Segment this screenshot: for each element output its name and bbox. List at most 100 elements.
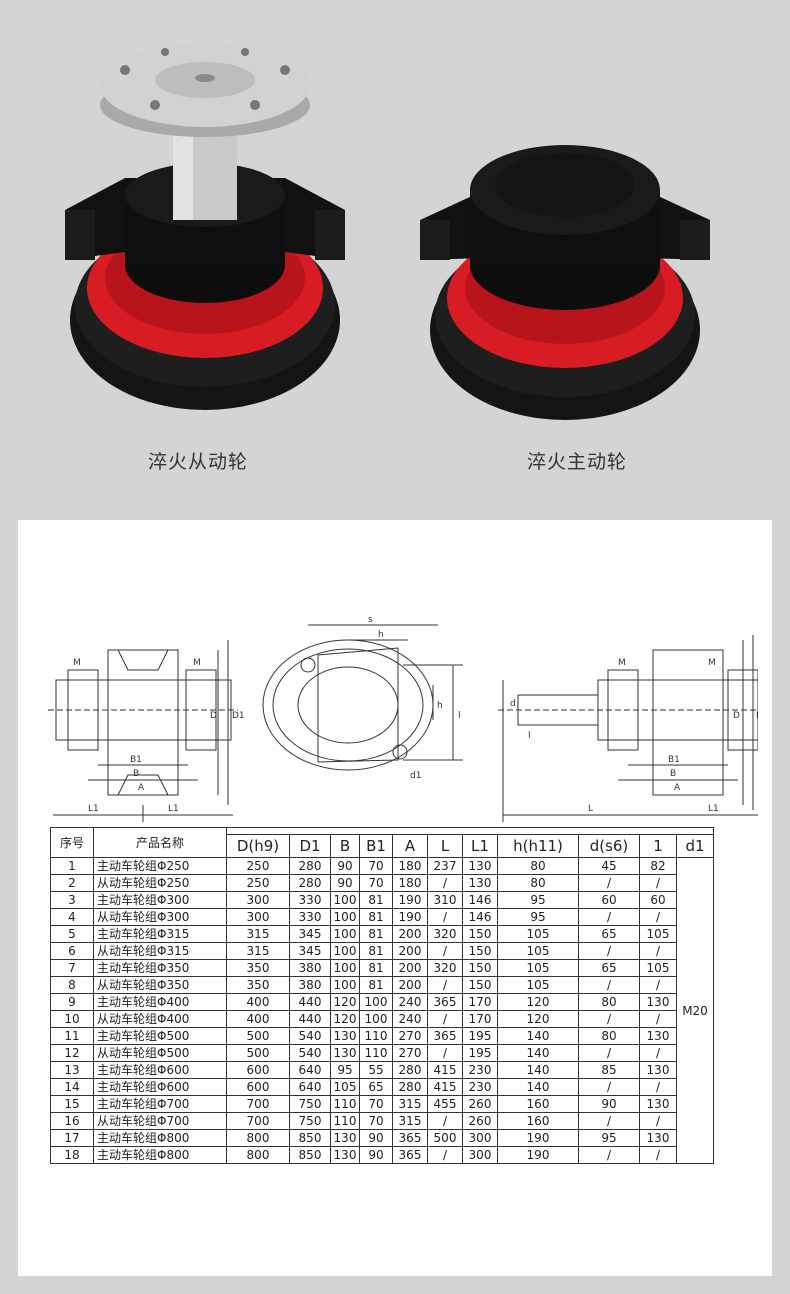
cell-value: 90 <box>359 1146 393 1164</box>
cell-value: / <box>427 942 463 960</box>
cell-value: / <box>578 1010 640 1028</box>
cell-value: / <box>639 942 677 960</box>
cell-product-name: 从动车轮组Φ400 <box>93 1010 227 1028</box>
cell-value: 130 <box>330 1146 360 1164</box>
cell-value: 90 <box>330 857 360 875</box>
cell-value: 280 <box>289 874 331 892</box>
cell-value: / <box>427 874 463 892</box>
cell-value: / <box>578 908 640 926</box>
cell-value: 70 <box>359 1095 393 1113</box>
cell-product-name: 从动车轮组Φ500 <box>93 1044 227 1062</box>
label-l-right: L <box>588 804 593 814</box>
cell-value: 190 <box>392 908 428 926</box>
cell-value: 110 <box>359 1044 393 1062</box>
cell-product-name: 主动车轮组Φ700 <box>93 1095 227 1113</box>
driven-wheel-caption: 淬火从动轮 <box>148 451 249 473</box>
cell-value: 230 <box>462 1061 498 1079</box>
spec-sheet: M M D D1 B1 B A L1 L1 s h h l d1 d l M M… <box>18 520 772 1276</box>
cell-value: / <box>578 874 640 892</box>
cell-value: 190 <box>392 891 428 909</box>
cell-index: 2 <box>50 874 94 892</box>
cell-value: 100 <box>330 891 360 909</box>
cell-index: 11 <box>50 1027 94 1045</box>
cell-value: 200 <box>392 976 428 994</box>
driven-wheel-image <box>55 20 355 420</box>
cell-value: 100 <box>359 993 393 1011</box>
label-b1-right: B1 <box>668 755 680 765</box>
cell-value: 130 <box>639 1129 677 1147</box>
header-col: 1 <box>639 834 677 858</box>
cell-value: 100 <box>330 925 360 943</box>
cell-value: 130 <box>330 1129 360 1147</box>
cell-value: 100 <box>330 959 360 977</box>
cell-value: 750 <box>289 1112 331 1130</box>
cell-value: 237 <box>427 857 463 875</box>
cell-value: 500 <box>427 1129 463 1147</box>
driving-wheel-caption: 淬火主动轮 <box>527 451 628 473</box>
header-col: d(s6) <box>578 834 640 858</box>
cell-value: 180 <box>392 874 428 892</box>
cell-value: 850 <box>289 1146 331 1164</box>
cell-value: 95 <box>578 1129 640 1147</box>
cell-value: 300 <box>462 1146 498 1164</box>
cell-product-name: 主动车轮组Φ800 <box>93 1146 227 1164</box>
header-col: A <box>392 834 428 858</box>
cell-product-name: 主动车轮组Φ300 <box>93 891 227 909</box>
cell-value: 365 <box>392 1146 428 1164</box>
cell-value: 160 <box>497 1095 579 1113</box>
cell-value: 105 <box>497 976 579 994</box>
label-b-left: B <box>133 769 139 779</box>
cell-value: / <box>578 1044 640 1062</box>
cell-value: 160 <box>497 1112 579 1130</box>
cell-value: 800 <box>226 1146 290 1164</box>
cell-value: 120 <box>330 1010 360 1028</box>
cell-product-name: 主动车轮组Φ800 <box>93 1129 227 1147</box>
cell-value: 100 <box>330 942 360 960</box>
cell-value: 110 <box>359 1027 393 1045</box>
label-h-side: h <box>437 701 443 711</box>
table-header-row: 序号 产品名称 <box>50 827 714 858</box>
label-d1-left: D1 <box>232 711 245 721</box>
cell-index: 5 <box>50 925 94 943</box>
cell-value: 146 <box>462 908 498 926</box>
cell-value: / <box>427 1146 463 1164</box>
cell-value: 750 <box>289 1095 331 1113</box>
cell-value: 700 <box>226 1112 290 1130</box>
header-index: 序号 <box>50 827 94 858</box>
label-a-left: A <box>138 783 145 793</box>
header-col: L <box>427 834 463 858</box>
cell-value: 140 <box>497 1078 579 1096</box>
cell-value: / <box>639 1010 677 1028</box>
label-l-shaft: l <box>528 731 531 741</box>
cell-value: 120 <box>497 1010 579 1028</box>
cell-value: 250 <box>226 857 290 875</box>
cell-value: 400 <box>226 993 290 1011</box>
technical-drawings: M M D D1 B1 B A L1 L1 s h h l d1 d l M M… <box>48 615 758 822</box>
cell-value: / <box>427 1044 463 1062</box>
cell-value: 330 <box>289 891 331 909</box>
cell-index: 13 <box>50 1061 94 1079</box>
cell-value: 380 <box>289 976 331 994</box>
label-s: s <box>368 615 373 625</box>
label-l1-left: L1 <box>88 804 99 814</box>
cell-value: / <box>639 1078 677 1096</box>
cell-value: 850 <box>289 1129 331 1147</box>
cell-value: 81 <box>359 959 393 977</box>
header-col: L1 <box>462 834 498 858</box>
cell-product-name: 从动车轮组Φ350 <box>93 976 227 994</box>
label-l-side: l <box>458 711 461 721</box>
cell-index: 10 <box>50 1010 94 1028</box>
cell-index: 1 <box>50 857 94 875</box>
cell-value: 130 <box>462 874 498 892</box>
cell-value: 540 <box>289 1044 331 1062</box>
cell-value: 195 <box>462 1027 498 1045</box>
label-d1-mid: d1 <box>410 771 421 781</box>
cell-index: 18 <box>50 1146 94 1164</box>
cell-value: 120 <box>497 993 579 1011</box>
cell-value: 100 <box>330 908 360 926</box>
